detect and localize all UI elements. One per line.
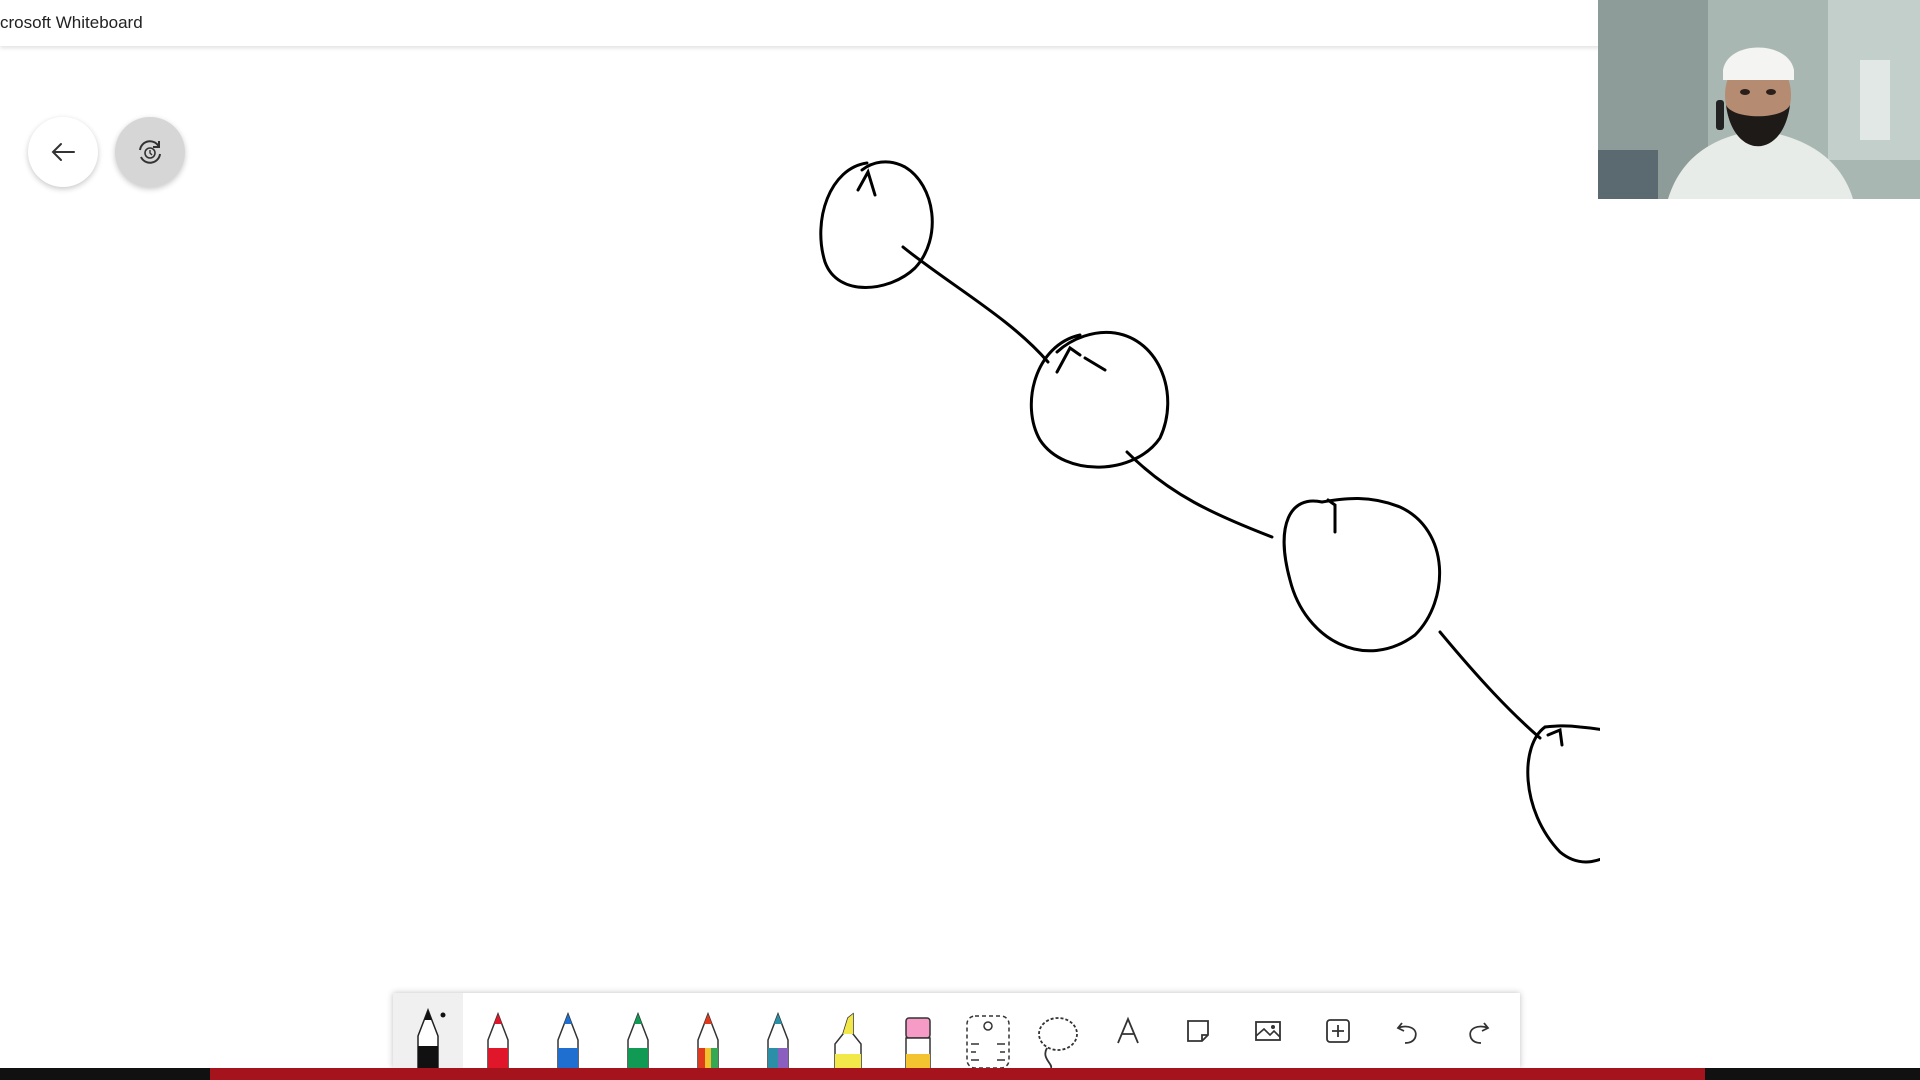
ink-node-4 <box>1526 724 1600 864</box>
eraser-icon <box>905 1017 931 1068</box>
undo-button[interactable] <box>1373 993 1443 1068</box>
ink-edge-1 <box>901 245 1050 364</box>
blue-pen[interactable] <box>533 993 603 1068</box>
ruler-icon <box>966 1015 1010 1068</box>
presenter-video <box>1598 0 1920 199</box>
note-icon <box>1187 1019 1209 1042</box>
back-button[interactable] <box>28 117 98 187</box>
highlighter[interactable] <box>813 993 883 1068</box>
pen-galaxy-icon <box>767 1011 789 1068</box>
image-tool[interactable] <box>1233 993 1303 1068</box>
ink-edge-2 <box>1125 450 1274 539</box>
green-pen[interactable] <box>603 993 673 1068</box>
ink-node-3 <box>1282 496 1442 653</box>
ink-node-1-mark <box>856 168 877 197</box>
ink-node-3-mark <box>1326 498 1337 534</box>
text-tool[interactable] <box>1093 993 1163 1068</box>
insert-tool[interactable] <box>1303 993 1373 1068</box>
eraser[interactable] <box>883 993 953 1068</box>
pen-blue-icon <box>557 1011 579 1068</box>
webcam-overlay <box>1598 0 1920 199</box>
image-icon <box>1255 1020 1281 1041</box>
sync-icon <box>139 140 161 164</box>
drawing-canvas[interactable] <box>0 0 1600 1000</box>
lasso-icon <box>1038 1017 1078 1068</box>
text-icon <box>1117 1016 1139 1043</box>
redo-icon <box>1469 1021 1490 1044</box>
pen-black-icon <box>417 1007 446 1068</box>
title-bar: crosoft Whiteboard <box>0 0 1600 46</box>
sync-button[interactable] <box>115 117 185 187</box>
undo-icon <box>1396 1021 1417 1044</box>
black-pen[interactable] <box>393 993 463 1068</box>
ink-node-2-mark <box>1055 345 1107 374</box>
pen-rainbow-icon <box>697 1011 719 1068</box>
galaxy-pen[interactable] <box>743 993 813 1068</box>
ink-node-2 <box>1029 330 1170 469</box>
app-title: crosoft Whiteboard <box>0 13 143 32</box>
ruler[interactable] <box>953 993 1023 1068</box>
red-pen[interactable] <box>463 993 533 1068</box>
ink-node-4-mark <box>1546 727 1564 747</box>
bottom-banner <box>0 1068 1920 1080</box>
bottom-banner-red <box>210 1068 1705 1080</box>
highlighter-icon <box>834 1012 862 1068</box>
plus-box-icon <box>1326 1018 1350 1043</box>
sticky-note-tool[interactable] <box>1163 993 1233 1068</box>
ink-edge-3 <box>1438 630 1542 740</box>
pen-green-icon <box>627 1011 649 1068</box>
lasso[interactable] <box>1023 993 1093 1068</box>
pen-red-icon <box>487 1011 509 1068</box>
arrow-left-icon <box>51 143 75 161</box>
toolbar <box>393 993 1520 1068</box>
redo-button[interactable] <box>1443 993 1513 1068</box>
ink-node-1 <box>819 160 934 289</box>
rainbow-pen[interactable] <box>673 993 743 1068</box>
